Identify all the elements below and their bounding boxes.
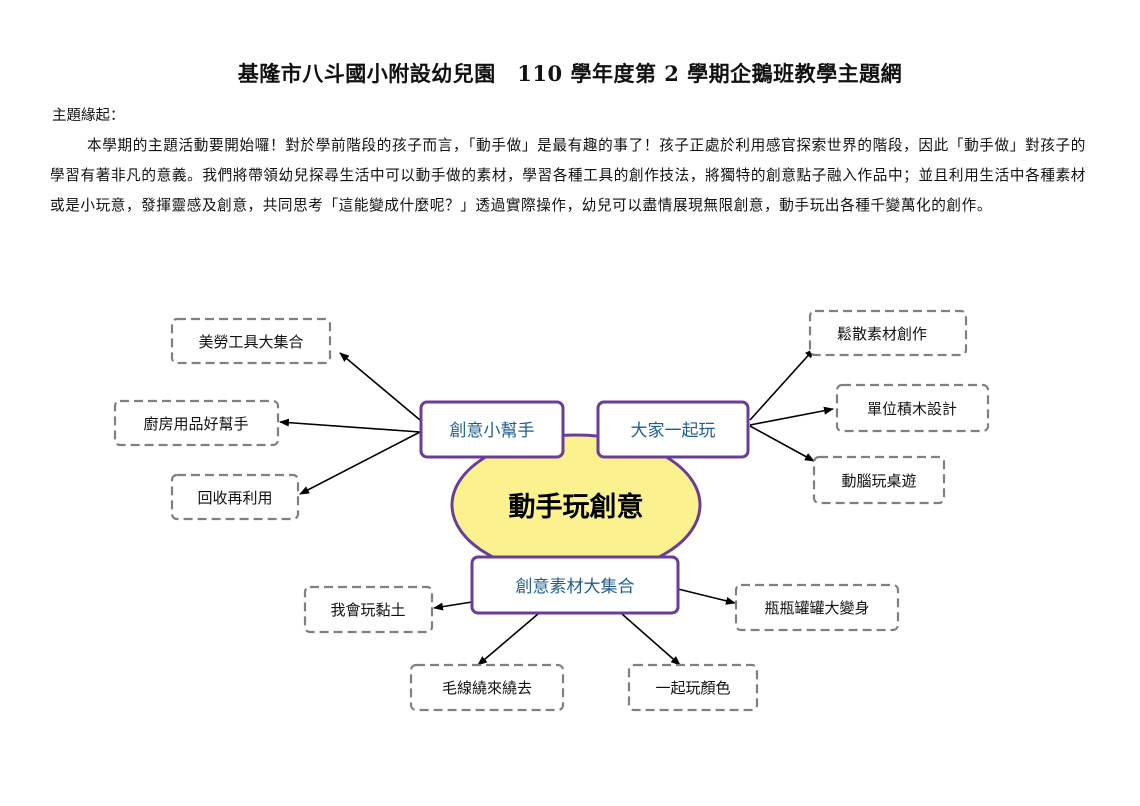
activity-box-art-tools (170, 317, 332, 365)
activity-art-tools: 美勞工具大集合 (198, 333, 303, 351)
activity-box-bottles (734, 583, 900, 632)
arrow-to-colors (621, 613, 681, 666)
activity-box-kitchen (113, 399, 280, 447)
theme-helper-label: 創意小幫手 (450, 421, 535, 441)
activity-box-yarn (409, 663, 565, 712)
activity-bottles: 瓶瓶罐罐大變身 (764, 599, 869, 617)
activity-kitchen: 廚房用品好幫手 (143, 415, 248, 433)
activity-board-games: 動腦玩桌遊 (841, 472, 916, 490)
intro-paragraph: 本學期的主題活動要開始囉！對於學前階段的孩子而言，「動手做」是最有趣的事了！孩子… (50, 137, 1086, 214)
arrow-to-recycle (299, 431, 421, 495)
arrow-to-art-tools (339, 352, 421, 421)
theme-box-play-together: 大家一起玩 (596, 400, 750, 459)
center-topic: 動手玩創意 (509, 491, 644, 523)
arrow-to-kitchen (279, 418, 421, 433)
arrow-to-clay (433, 601, 473, 611)
connector-arrows (279, 348, 834, 666)
arrow-to-unit-blocks (749, 406, 834, 426)
activity-box-recycle (170, 473, 300, 521)
activity-box-loose-parts (808, 309, 968, 357)
activity-yarn: 毛線繞來繞去 (442, 679, 532, 697)
activity-unit-blocks: 單位積木設計 (867, 400, 957, 418)
arrow-to-yarn (477, 613, 539, 666)
activity-box-colors (627, 663, 759, 712)
activity-loose-parts: 鬆散素材創作 (837, 325, 927, 343)
theme-box-helper: 創意小幫手 (419, 400, 565, 459)
document-title: 基隆市八斗國小附設幼兒園 110 學年度第 2 學期企鵝班教學主題網 (237, 61, 903, 86)
activity-box-unit-blocks (835, 383, 990, 433)
activity-colors: 一起玩顏色 (655, 679, 730, 697)
activity-clay: 我會玩黏土 (330, 601, 405, 619)
activity-box-clay (303, 585, 434, 634)
theme-play-together-label: 大家一起玩 (631, 421, 716, 441)
activity-box-board-games (812, 455, 946, 505)
activity-recycle: 回收再利用 (197, 489, 272, 507)
theme-box-materials: 創意素材大集合 (470, 555, 680, 615)
theme-materials-label: 創意素材大集合 (516, 577, 635, 597)
arrow-to-board-games (749, 425, 815, 462)
arrow-to-loose-parts (749, 348, 815, 421)
intro-heading: 主題緣起： (52, 108, 125, 124)
arrow-to-bottles (677, 588, 736, 605)
